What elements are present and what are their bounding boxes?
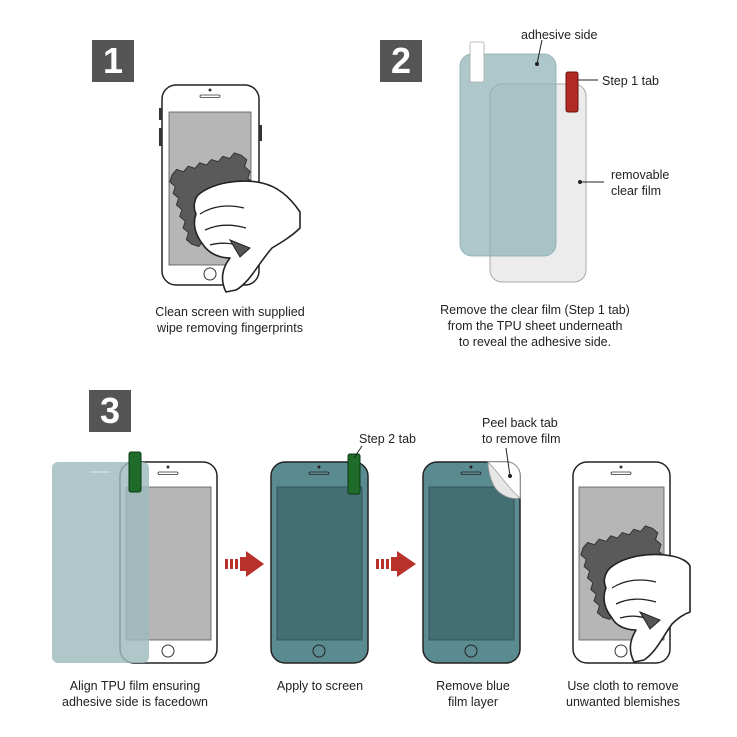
arrow-icon: [376, 551, 416, 577]
step-3-badge: 3: [89, 390, 131, 432]
step2-caption-line2: from the TPU sheet underneath: [410, 318, 660, 334]
step1-caption-line2: wipe removing fingerprints: [130, 320, 330, 336]
caption-line: Use cloth to remove: [548, 678, 698, 694]
adhesive-side-label: adhesive side: [521, 27, 597, 43]
caption-line: film layer: [403, 694, 543, 710]
step2-caption-line1: Remove the clear film (Step 1 tab): [410, 302, 660, 318]
step3-caption-apply: Apply to screen: [250, 678, 390, 694]
step2-tab-label: Step 2 tab: [359, 431, 416, 447]
step2-caption-line3: to reveal the adhesive side.: [410, 334, 660, 350]
caption-line: Align TPU film ensuring: [40, 678, 230, 694]
step3-caption-align: Align TPU film ensuring adhesive side is…: [40, 678, 230, 710]
step3-apply-illustration: [271, 446, 368, 663]
caption-line: Apply to screen: [250, 678, 390, 694]
step1-caption: Clean screen with supplied wipe removing…: [130, 304, 330, 336]
step-2-badge: 2: [380, 40, 422, 82]
caption-line: unwanted blemishes: [548, 694, 698, 710]
caption-line: adhesive side is facedown: [40, 694, 230, 710]
step3-align-illustration: [52, 452, 217, 663]
caption-line: Remove blue: [403, 678, 543, 694]
peel-back-tab-label-line2: to remove film: [482, 431, 561, 447]
peel-back-tab-label-line1: Peel back tab: [482, 415, 561, 431]
removable-film-label-line2: clear film: [611, 183, 669, 199]
step-1-badge: 1: [92, 40, 134, 82]
step3-caption-cloth: Use cloth to remove unwanted blemishes: [548, 678, 698, 710]
step3-cloth-illustration: [573, 462, 690, 663]
step2-film-illustration: [460, 40, 604, 282]
step1-tab-label: Step 1 tab: [602, 73, 659, 89]
step2-caption: Remove the clear film (Step 1 tab) from …: [410, 302, 660, 350]
arrow-icon: [225, 551, 264, 577]
step1-caption-line1: Clean screen with supplied: [130, 304, 330, 320]
step3-caption-remove: Remove blue film layer: [403, 678, 543, 710]
removable-film-label-line1: removable: [611, 167, 669, 183]
step3-peel-illustration: [423, 448, 520, 663]
removable-film-label: removable clear film: [611, 167, 669, 199]
peel-back-tab-label: Peel back tab to remove film: [482, 415, 561, 447]
